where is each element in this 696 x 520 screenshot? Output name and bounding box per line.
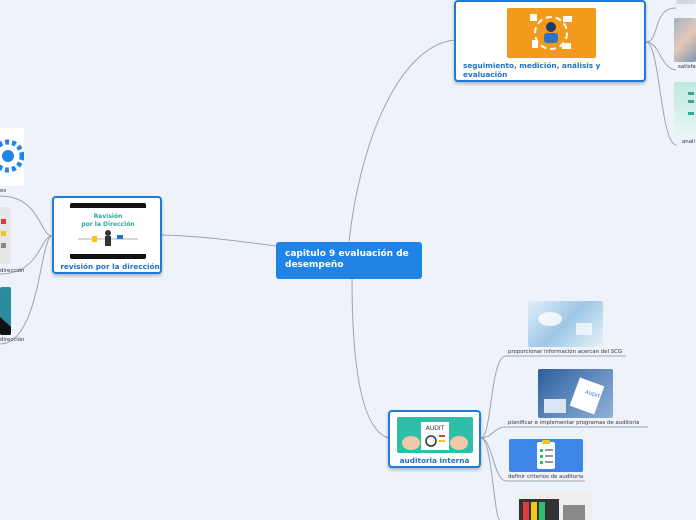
- binders-image: [517, 493, 592, 520]
- leaf-aud-3-label: definir criterios de auditoria: [508, 474, 584, 480]
- branch-auditoria[interactable]: AUDIT auditoria interna: [388, 410, 481, 468]
- review-title-line1: Revisión: [94, 213, 123, 220]
- gears-image: [0, 128, 24, 186]
- leaf-satisfaccion-label: satisfa: [678, 64, 696, 70]
- branch-auditoria-label: auditoria interna: [399, 456, 470, 465]
- branch-revision-label: revisión por la dirección: [60, 262, 160, 271]
- leaf-revision-3-label: dirección: [0, 337, 25, 343]
- review-title-line2: por la Dirección: [81, 221, 134, 228]
- management-review-image: Revisión por la Dirección: [70, 203, 146, 259]
- central-topic-label: capitulo 9 evaluación de desempeño: [285, 249, 409, 270]
- leaf-aud-2-label: planificar e implementar programas de au…: [508, 420, 640, 426]
- criteria-checklist-image: [509, 439, 583, 472]
- audit-image-text: AUDIT: [426, 425, 445, 432]
- leaf-top-image: [676, 0, 696, 4]
- audit-documents-image: AUDIT: [538, 369, 613, 418]
- checklist-image: [0, 207, 11, 264]
- branch-seguimiento-label: seguimiento, medición, análisis y evalua…: [463, 61, 601, 79]
- analysis-image: [674, 82, 696, 136]
- branch-seguimiento[interactable]: seguimiento, medición, análisis y evalua…: [454, 0, 646, 82]
- leaf-revision-1-label: es: [0, 188, 7, 194]
- central-topic[interactable]: capitulo 9 evaluación de desempeño: [276, 242, 422, 279]
- customer-satisfaction-image: [674, 18, 696, 62]
- analytics-people-image: [507, 8, 596, 58]
- audit-image: AUDIT: [397, 417, 473, 453]
- branch-revision[interactable]: Revisión por la Dirección revisión por l…: [52, 196, 162, 274]
- leaf-aud-1-label: proporcionar información acercan del SCG: [508, 349, 623, 355]
- leaf-analisis-label: anali: [682, 139, 696, 145]
- review-photo-image: [0, 287, 11, 335]
- leaf-revision-2-label: dirección: [0, 268, 25, 274]
- audit-documents-text: AUDIT: [584, 389, 601, 400]
- cloud-data-image: [528, 301, 603, 347]
